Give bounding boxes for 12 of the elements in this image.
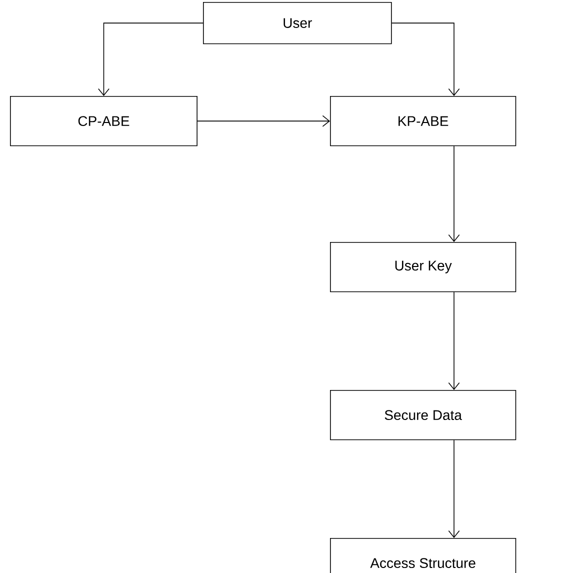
process-box: Access Structure bbox=[330, 538, 516, 573]
arrow bbox=[448, 146, 460, 242]
arrow bbox=[448, 292, 460, 390]
process-box: User bbox=[203, 2, 392, 44]
arrow bbox=[98, 22, 204, 96]
arrow bbox=[197, 115, 330, 127]
process-box: CP-ABE bbox=[10, 96, 198, 146]
arrow bbox=[448, 440, 460, 538]
process-box: Secure Data bbox=[330, 390, 516, 440]
process-box: KP-ABE bbox=[330, 96, 516, 146]
process-box: User Key bbox=[330, 242, 516, 292]
arrow bbox=[391, 22, 460, 96]
